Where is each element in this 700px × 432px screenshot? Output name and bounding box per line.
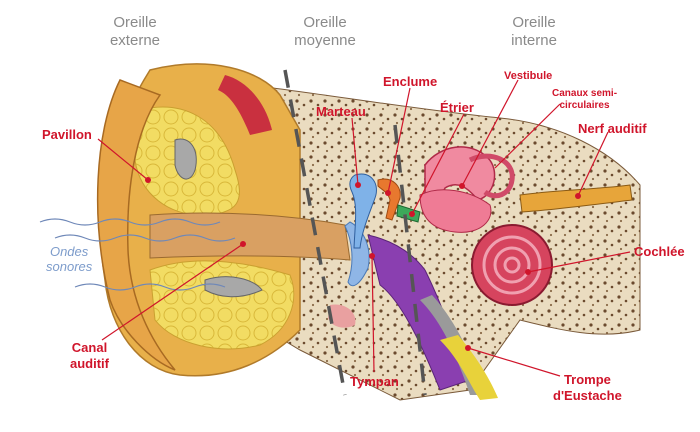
- leader-dot-tympan: [369, 253, 375, 259]
- label-vestibule: Vestibule: [504, 70, 553, 82]
- lower-soft-tissue: [328, 304, 356, 328]
- leader-nerf: [577, 131, 609, 197]
- leader-dot-nerf: [575, 193, 581, 199]
- label-trompe-line1: Trompe: [563, 372, 611, 387]
- cartilage: [174, 138, 197, 180]
- sound-wave: [74, 283, 226, 291]
- section-inner-ear: Oreille interne: [494, 14, 574, 50]
- label-canaux: Canaux semi- circulaires: [552, 88, 617, 112]
- leader-tympan: [371, 255, 375, 373]
- leader-dot-marteau: [355, 182, 361, 188]
- leader-canaux: [494, 103, 561, 169]
- label-nerf: Nerf auditif: [578, 121, 647, 136]
- auditory-nerve: [519, 184, 633, 213]
- ear-illustration: [39, 63, 641, 401]
- leader-vestibule: [461, 79, 519, 187]
- divider-outer-middle: [283, 69, 347, 396]
- incus: [377, 178, 401, 221]
- leader-pavillon: [97, 138, 149, 181]
- leader-enclume: [387, 87, 411, 194]
- label-canal-line2: auditif: [70, 356, 109, 371]
- divider-middle-inner: [393, 124, 427, 396]
- label-pavillon: Pavillon: [42, 127, 92, 142]
- malleus: [349, 173, 377, 249]
- label-waves-line1: Ondes: [49, 244, 89, 259]
- leader-dot-canal: [240, 241, 246, 247]
- cochlea-spiral: [503, 256, 521, 274]
- lower-tissue: [440, 335, 498, 400]
- label-marteau: Marteau: [316, 104, 366, 119]
- label-canaux-line2: circulaires: [559, 100, 610, 111]
- leader-trompe: [467, 347, 561, 377]
- leader-dot-pavillon: [145, 177, 151, 183]
- section-middle-line2: moyenne: [294, 32, 356, 49]
- leader-dot-enclume: [385, 190, 391, 196]
- section-outer-line1: Oreille: [113, 14, 157, 31]
- cochlea-spiral: [482, 235, 542, 295]
- sound-wave: [39, 218, 221, 226]
- cartilage: [204, 276, 263, 298]
- vestibule-shape: [419, 189, 492, 233]
- sound-wave: [54, 234, 236, 242]
- section-middle-ear: Oreille moyenne: [285, 14, 365, 50]
- label-canal: Canal auditif: [70, 340, 109, 372]
- section-outer-line2: externe: [109, 32, 161, 49]
- label-trompe-line2: d'Eustache: [553, 388, 622, 403]
- leader-dot-cochlee: [525, 269, 531, 275]
- label-trompe: Trompe d'Eustache: [553, 372, 622, 404]
- pinna: [96, 79, 176, 371]
- leader-dot-vestibule: [459, 183, 465, 189]
- section-inner-line1: Oreille: [512, 14, 556, 31]
- section-middle-line1: Oreille: [303, 14, 347, 31]
- label-waves-line2: sonores: [46, 259, 93, 274]
- leader-dot-trompe: [465, 345, 471, 351]
- leader-lines: [97, 79, 631, 377]
- leader-etrier: [411, 113, 465, 215]
- label-sound-waves: Ondes sonores: [46, 244, 92, 274]
- label-tympan: Tympan: [350, 374, 399, 389]
- label-canaux-line1: Canaux semi-: [552, 88, 618, 99]
- leader-dot-etrier: [409, 211, 415, 217]
- section-inner-line2: interne: [511, 32, 557, 49]
- label-enclume: Enclume: [383, 74, 438, 89]
- stapes: [396, 204, 421, 223]
- label-etrier: Étrier: [440, 100, 474, 115]
- leader-canal: [101, 243, 244, 341]
- leader-cochlee: [527, 251, 631, 273]
- label-canal-line1: Canal: [71, 340, 108, 355]
- tympanic-membrane: [344, 221, 370, 287]
- label-cochlee: Cochlée: [634, 244, 685, 259]
- leader-marteau: [351, 117, 359, 186]
- section-outer-ear: Oreille externe: [95, 14, 175, 50]
- muscle-layer: [218, 75, 272, 135]
- cochlea-spiral: [493, 246, 531, 284]
- canal-loop: [468, 153, 515, 199]
